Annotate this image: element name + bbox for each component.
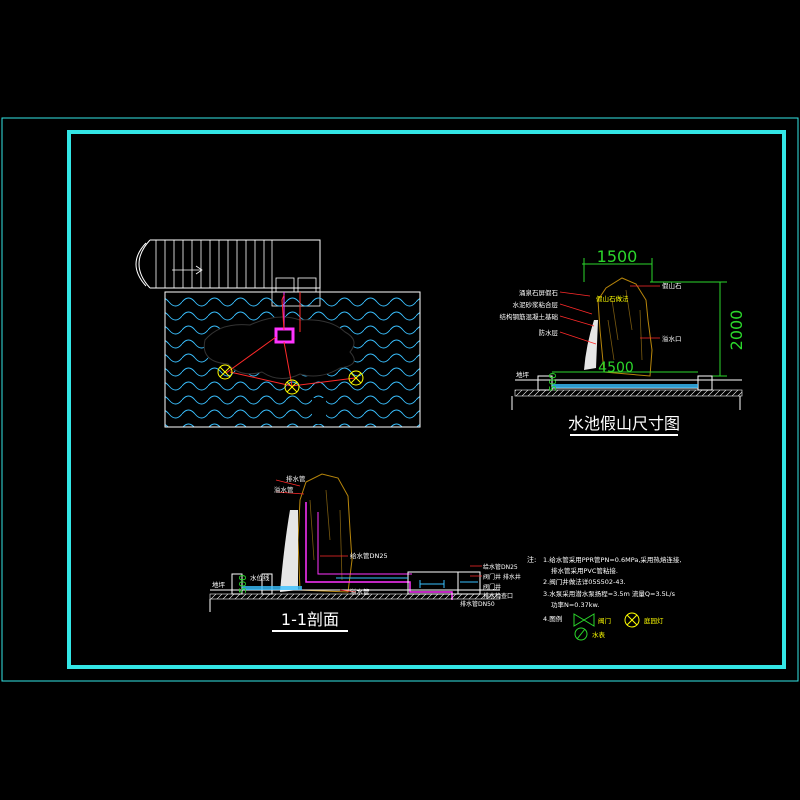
elevation-view: 1500 2000 4500 500 涌泉石屏假石 水泥砂浆粘合层 结构钢筋混凝… bbox=[500, 247, 746, 436]
garden-light-icon bbox=[624, 612, 640, 628]
wiring bbox=[225, 294, 356, 387]
elev-label-3: 结构钢筋混凝土基础 bbox=[500, 312, 559, 321]
section-view: 500 排水管 溢水管 给水管DN25 溢水管 给水管DN25 阀门井 排水井 … bbox=[209, 473, 521, 632]
note-1b: 排水管采用PVC管粘接. bbox=[551, 566, 618, 575]
light-1 bbox=[217, 364, 233, 380]
note-3b: 功率N=0.37kw. bbox=[551, 600, 599, 609]
rock-mountain bbox=[597, 277, 653, 377]
valve-icon bbox=[573, 613, 595, 627]
section-waterfall bbox=[280, 510, 298, 592]
legend-light: 庭园灯 bbox=[644, 616, 664, 625]
water-meter-icon bbox=[574, 627, 588, 641]
section-supply-pipe bbox=[305, 502, 453, 600]
elev-label-overflow: 溢水口 bbox=[662, 334, 682, 343]
elevation-title: 水池假山尺寸图 bbox=[568, 414, 680, 433]
inner-frame bbox=[67, 130, 786, 669]
section-label-bottom: 排水管DN50 bbox=[460, 600, 495, 608]
outer-frame bbox=[1, 117, 799, 682]
light-2 bbox=[284, 379, 300, 395]
section-label-overflow2: 溢水管 bbox=[350, 587, 370, 596]
notes: 注: 1.给水管采用PPR管PN=0.6MPa,采用热熔连接, 排水管采用PVC… bbox=[527, 555, 681, 641]
section-label-ground: 地坪 bbox=[212, 580, 226, 589]
dim-width: 1500 bbox=[597, 247, 638, 266]
dim-height: 2000 bbox=[727, 310, 746, 351]
note-2: 2.阀门井做法详05S502-43. bbox=[543, 577, 626, 586]
section-label-drain: 排水管 bbox=[286, 474, 306, 483]
section-label-r1: 给水管DN25 bbox=[483, 563, 518, 571]
section-label-supply: 给水管DN25 bbox=[350, 551, 388, 560]
section-label-overflow: 溢水管 bbox=[274, 485, 294, 494]
valve-well bbox=[407, 571, 459, 595]
dim-small-elev: 500 bbox=[548, 372, 559, 391]
notes-prefix: 注: bbox=[527, 555, 536, 564]
elev-label-ground: 地坪 bbox=[516, 370, 530, 379]
section-label-r4: 排水检查口 bbox=[483, 592, 513, 600]
section-dim-small: 500 bbox=[238, 574, 249, 593]
section-label-water: 水位线 bbox=[250, 573, 270, 582]
legend-valve: 阀门 bbox=[598, 616, 611, 625]
waterfall bbox=[584, 320, 598, 370]
elev-label-2: 水泥砂浆粘合层 bbox=[513, 300, 559, 309]
section-label-r3: 阀门井 bbox=[483, 583, 501, 591]
section-rock bbox=[297, 473, 353, 593]
note-3: 3.水泵采用潜水泵扬程=3.5m 流量Q=3.5L/s bbox=[543, 589, 676, 598]
light-3 bbox=[348, 370, 364, 386]
legend-label: 4.图例 bbox=[543, 614, 562, 623]
elev-label-rockwork: 假山石做法 bbox=[596, 294, 629, 303]
section-title: 1-1剖面 bbox=[281, 610, 339, 629]
legend-meter: 水表 bbox=[592, 630, 606, 639]
section-label-r2: 阀门井 排水井 bbox=[483, 573, 521, 581]
elev-label-1: 涌泉石屏假石 bbox=[519, 288, 559, 297]
elev-label-rock: 假山石 bbox=[662, 281, 682, 290]
plan-view bbox=[135, 239, 421, 428]
elev-label-4: 防水层 bbox=[539, 328, 559, 337]
note-1: 1.给水管采用PPR管PN=0.6MPa,采用热熔连接, bbox=[543, 555, 681, 564]
dim-pool: 4500 bbox=[598, 360, 634, 376]
rock-island bbox=[203, 316, 355, 379]
